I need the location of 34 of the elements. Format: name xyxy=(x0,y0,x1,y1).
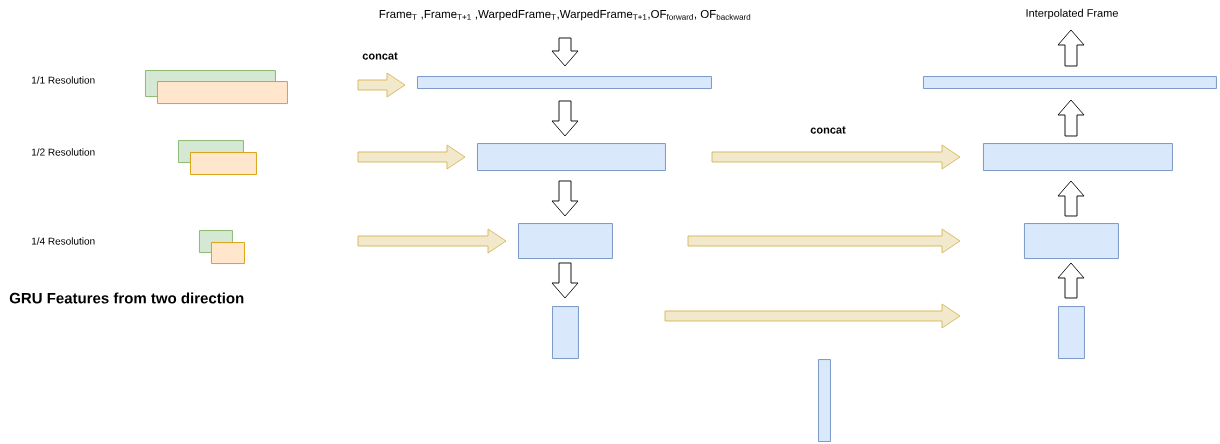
resolution-label: 1/2 Resolution xyxy=(32,148,95,156)
block-arrow xyxy=(357,144,466,170)
block-arrow xyxy=(1057,180,1085,217)
block-arrow xyxy=(357,228,507,254)
feature-map xyxy=(552,306,579,359)
input-label: Frame$_{T}$ ,Frame$_{T+1}$ ,WarpedFrame$_{T}$,WarpedFrame$_{T+1}$,OF$_{forward}$, OF$_{backward}$ xyxy=(379,9,751,21)
figure-title: GRU Features from two direction xyxy=(9,292,244,304)
block-arrow xyxy=(551,262,579,299)
feature-map xyxy=(1024,223,1119,259)
block-arrow xyxy=(711,144,961,170)
feature-box xyxy=(211,242,245,264)
block-arrow xyxy=(551,180,579,217)
edge-label: concat xyxy=(361,51,399,61)
feature-map xyxy=(923,76,1217,89)
block-arrow xyxy=(357,72,406,98)
edge-label: concat xyxy=(809,125,847,135)
block-arrow xyxy=(1057,99,1085,137)
feature-map xyxy=(1058,306,1085,359)
feature-map xyxy=(518,223,613,259)
block-arrow xyxy=(551,37,579,67)
feature-box xyxy=(190,152,257,175)
feature-box xyxy=(157,81,288,104)
resolution-label: 1/1 Resolution xyxy=(32,76,95,84)
block-arrow xyxy=(1057,262,1085,299)
block-arrow xyxy=(687,228,961,254)
output-label: Interpolated Frame xyxy=(1026,8,1118,20)
block-arrow xyxy=(1057,29,1085,67)
feature-map xyxy=(983,143,1173,171)
feature-map xyxy=(417,76,712,89)
block-arrow xyxy=(551,100,579,137)
resolution-label: 1/4 Resolution xyxy=(32,237,95,245)
feature-map xyxy=(477,143,666,171)
block-arrow xyxy=(664,303,961,329)
feature-map xyxy=(818,359,831,442)
